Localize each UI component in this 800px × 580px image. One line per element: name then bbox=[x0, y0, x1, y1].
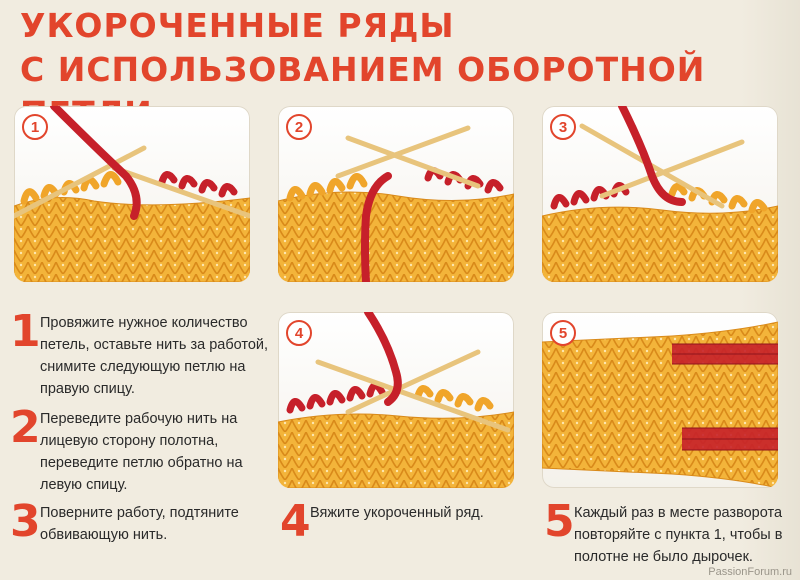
illustration-panel-3: 3 bbox=[542, 106, 778, 282]
step-number: 5 bbox=[544, 496, 575, 547]
panel-number-badge: 4 bbox=[286, 320, 312, 346]
step-number: 1 bbox=[10, 306, 41, 357]
illustration-panel-2: 2 bbox=[278, 106, 514, 282]
step-text: Поверните работу, подтяните обвивающую н… bbox=[40, 505, 239, 543]
knitting-illustration-4 bbox=[278, 312, 514, 488]
step-text: Провяжите нужное количество петель, оста… bbox=[40, 315, 269, 397]
panel-number-badge: 3 bbox=[550, 114, 576, 140]
watermark-text: PassionForum.ru bbox=[708, 566, 792, 578]
step-number: 2 bbox=[10, 402, 41, 453]
instruction-step-4: 4 Вяжите укороченный ряд. bbox=[280, 496, 510, 547]
illustration-panel-5: 5 bbox=[542, 312, 778, 488]
instruction-step-1: 1 Провяжите нужное количество петель, ос… bbox=[10, 306, 272, 400]
knitting-illustration-5 bbox=[542, 321, 778, 488]
page-title: УКОРОЧЕННЫЕ РЯДЫ С ИСПОЛЬЗОВАНИЕМ ОБОРОТ… bbox=[20, 4, 800, 136]
panel-number-badge: 5 bbox=[550, 320, 576, 346]
title-line-1: УКОРОЧЕННЫЕ РЯДЫ bbox=[20, 6, 455, 45]
instruction-step-2: 2 Переведите рабочую нить на лицевую сто… bbox=[10, 402, 272, 496]
knitting-illustration-2 bbox=[278, 125, 514, 282]
step-number: 3 bbox=[10, 496, 41, 547]
instruction-step-5: 5 Каждый раз в месте разворота повторяйт… bbox=[544, 496, 784, 568]
illustration-panel-1: 1 bbox=[14, 106, 250, 282]
panel-number-badge: 1 bbox=[22, 114, 48, 140]
knitting-illustration-1 bbox=[14, 106, 250, 282]
step-text: Переведите рабочую нить на лицевую сторо… bbox=[40, 411, 243, 493]
instruction-step-3: 3 Поверните работу, подтяните обвивающую… bbox=[10, 496, 272, 547]
step-text: Вяжите укороченный ряд. bbox=[310, 505, 484, 521]
panel-number-badge: 2 bbox=[286, 114, 312, 140]
step-number: 4 bbox=[280, 496, 311, 547]
step-text: Каждый раз в месте разворота повторяйте … bbox=[574, 505, 783, 565]
knitting-illustration-3 bbox=[542, 106, 778, 282]
illustration-panel-4: 4 bbox=[278, 312, 514, 488]
